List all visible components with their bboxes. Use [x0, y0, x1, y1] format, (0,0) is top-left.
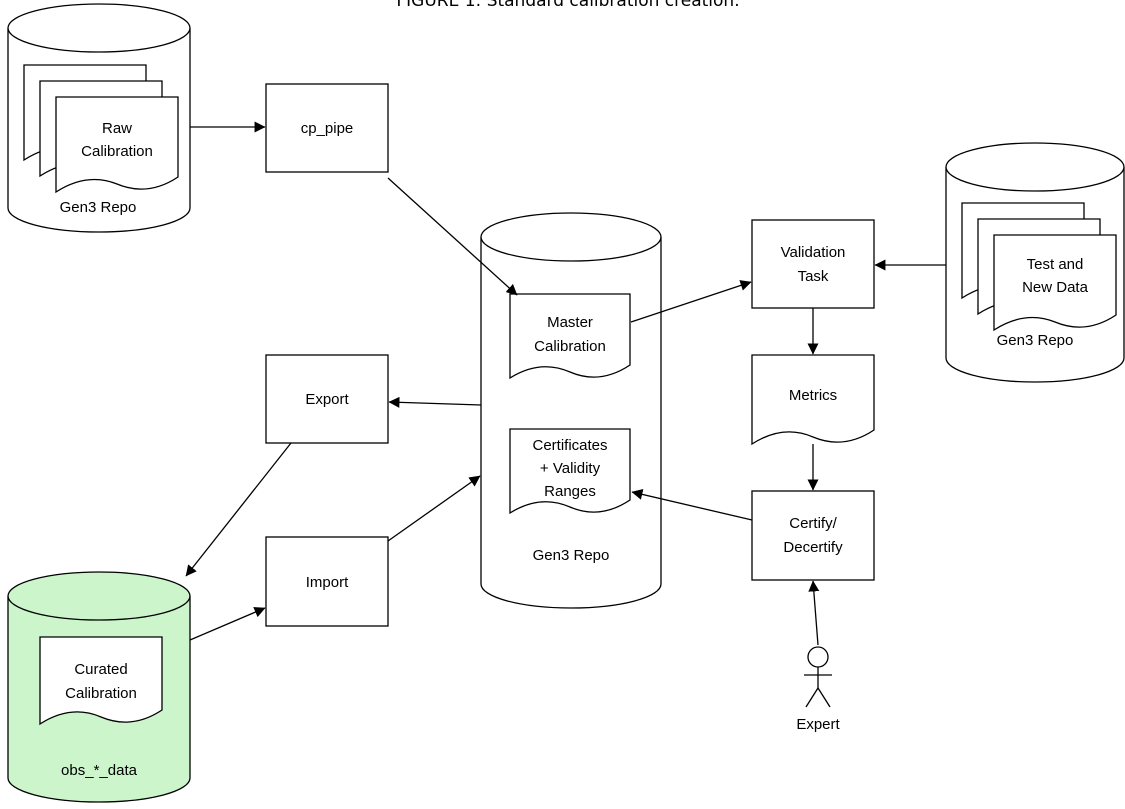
edge-cppipe-to-master	[387, 177, 518, 296]
cert-doc-line-2: + Validity	[540, 460, 601, 477]
certificates-doc: Certificates + Validity Ranges	[509, 428, 631, 515]
test-doc-line-2: New Data	[1022, 279, 1089, 296]
figure-caption: FIGURE 1: Standard calibration creation.	[396, 0, 739, 11]
certify-box: Certify/ Decertify	[751, 490, 875, 581]
validation-label-1: Validation	[781, 244, 846, 261]
test-doc-line-1: Test and	[1027, 256, 1084, 273]
raw-doc-line-1: Raw	[102, 120, 132, 137]
edge-certify-to-certificates	[631, 489, 753, 521]
cp-pipe-label: cp_pipe	[301, 120, 354, 137]
raw-calibration-doc-stack: Raw Calibration	[23, 64, 179, 194]
metrics-label: Metrics	[789, 387, 837, 404]
certify-label-1: Certify/	[789, 515, 837, 532]
certify-label-2: Decertify	[783, 539, 843, 556]
cert-doc-line-3: Ranges	[544, 483, 596, 500]
edge-obs-to-import	[189, 607, 266, 641]
curated-calibration-doc: Curated Calibration	[39, 636, 163, 726]
metrics-doc: Metrics	[751, 354, 875, 446]
curated-doc-line-2: Calibration	[65, 685, 137, 702]
raw-doc-line-2: Calibration	[81, 143, 153, 160]
cp-pipe-box: cp_pipe	[265, 83, 389, 173]
obs-data-label: obs_*_data	[61, 762, 138, 779]
validation-task-box: Validation Task	[751, 219, 875, 309]
test-gen3-repo: Test and New Data Gen3 Repo	[945, 142, 1125, 383]
curated-doc-line-1: Curated	[74, 661, 127, 678]
export-box: Export	[265, 354, 389, 444]
central-repo-label: Gen3 Repo	[533, 547, 610, 564]
test-data-doc-stack: Test and New Data	[961, 202, 1117, 332]
master-doc-line-1: Master	[547, 314, 593, 331]
test-repo-label: Gen3 Repo	[997, 332, 1074, 349]
export-label: Export	[305, 391, 349, 408]
cert-doc-line-1: Certificates	[532, 437, 607, 454]
obs-data-repo: Curated Calibration obs_*_data	[7, 571, 191, 803]
edges	[185, 121, 946, 646]
edge-master-to-validation	[630, 280, 752, 323]
central-gen3-repo: Master Calibration Certificates + Validi…	[480, 212, 662, 609]
raw-repo-label: Gen3 Repo	[60, 199, 137, 216]
expert-actor-icon: Expert	[796, 646, 841, 733]
edge-export-to-obs	[185, 442, 292, 577]
validation-label-2: Task	[798, 268, 829, 285]
edge-repo-to-export	[388, 396, 482, 408]
edge-import-to-repo	[387, 475, 481, 542]
expert-label: Expert	[796, 716, 840, 733]
master-doc-line-2: Calibration	[534, 338, 606, 355]
import-label: Import	[306, 574, 349, 591]
edge-expert-to-certify	[808, 580, 820, 646]
master-calibration-doc: Master Calibration	[509, 293, 631, 380]
import-box: Import	[265, 536, 389, 627]
raw-gen3-repo: Raw Calibration Gen3 Repo	[7, 3, 191, 233]
